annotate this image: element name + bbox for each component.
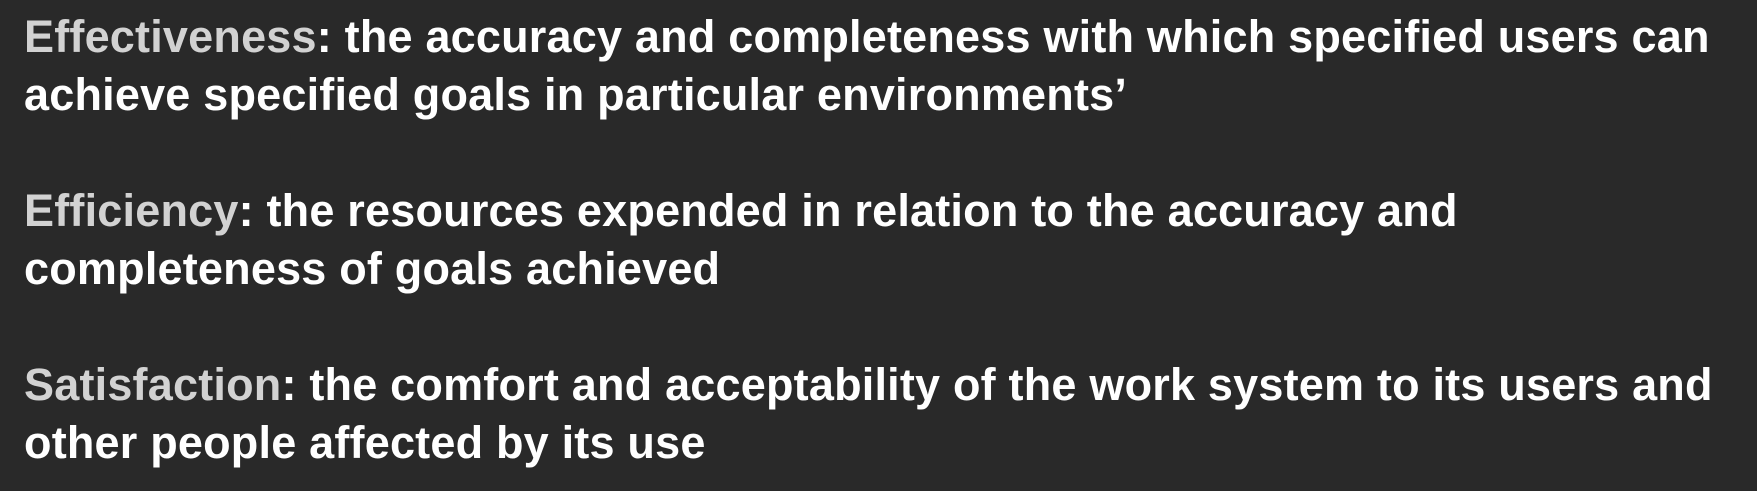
term-separator: :	[281, 359, 297, 410]
definition-text-satisfaction: the comfort and acceptability of the wor…	[24, 359, 1713, 468]
term-effectiveness: Effectiveness	[24, 11, 317, 62]
term-separator: :	[316, 11, 332, 62]
term-efficiency: Efficiency	[24, 185, 239, 236]
definition-satisfaction: Satisfaction: the comfort and acceptabil…	[24, 356, 1737, 472]
term-satisfaction: Satisfaction	[24, 359, 282, 410]
definition-text-effectiveness: the accuracy and completeness with which…	[24, 11, 1710, 120]
definition-efficiency: Efficiency: the resources expended in re…	[24, 182, 1737, 298]
term-separator: :	[238, 185, 254, 236]
definition-effectiveness: Effectiveness: the accuracy and complete…	[24, 8, 1737, 124]
definition-text-efficiency: the resources expended in relation to th…	[24, 185, 1458, 294]
